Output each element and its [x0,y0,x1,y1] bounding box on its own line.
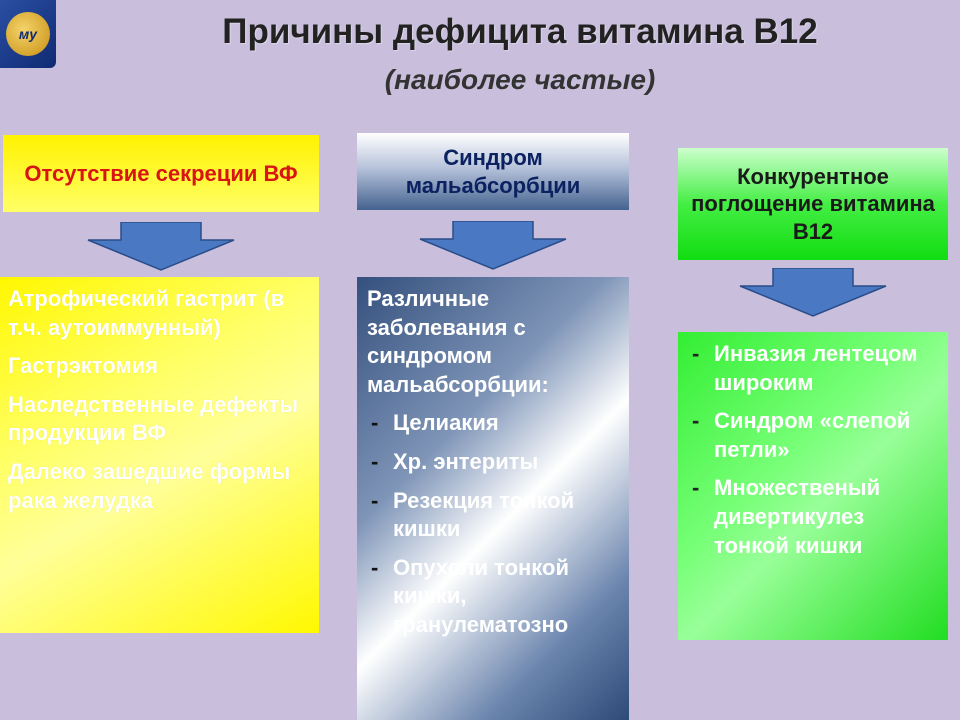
list-item: Синдром «слепой петли» [688,407,938,464]
list-item: Опухоли тонкой кишки, гранулематозно [367,554,619,640]
header-no-if-secretion: Отсутствие секреции ВФ [3,135,319,212]
list-item: Гастрэктомия [8,353,159,379]
causes-box-competitive-uptake: Инвазия лентецом широким Синдром «слепой… [678,332,948,640]
list-item: Далеко зашедшие формы рака желудка [8,458,291,513]
causes-box-no-if: Атрофический гастрит (в т.ч. аутоиммунны… [0,277,319,633]
list-item: Инвазия лентецом широким [688,340,938,397]
list-item: Наследственные дефекты продукции ВФ [8,391,299,446]
page-title: Причины дефицита витамина В12 [222,12,818,51]
competitive-uptake-list: Инвазия лентецом широким Синдром «слепой… [688,340,938,560]
list-item: Целиакия [367,409,619,438]
page-subtitle: (наиболее частые) [384,64,656,95]
list-item: Хр. энтериты [367,448,619,477]
malabsorption-list: Целиакия Хр. энтериты Резекция тонкой ки… [367,409,619,639]
down-arrow-icon [87,222,235,271]
down-arrow-icon [739,268,887,317]
down-arrow-icon [419,221,567,270]
causes-box-malabsorption: Различные заболевания с синдромом мальаб… [357,277,629,720]
logo: мy [0,0,56,68]
list-item: Резекция тонкой кишки [367,487,619,544]
list-item: Множественый дивертикулез тонкой кишки [688,474,938,560]
list-item: Атрофический гастрит (в т.ч. аутоиммунны… [8,286,285,340]
header-competitive-uptake: Конкурентное поглощение витамина В12 [678,148,948,260]
list-lead: Различные заболевания с синдромом мальаб… [367,286,549,397]
logo-emblem-icon: мy [6,12,50,56]
header-malabsorption: Синдром мальабсорбции [357,133,629,210]
